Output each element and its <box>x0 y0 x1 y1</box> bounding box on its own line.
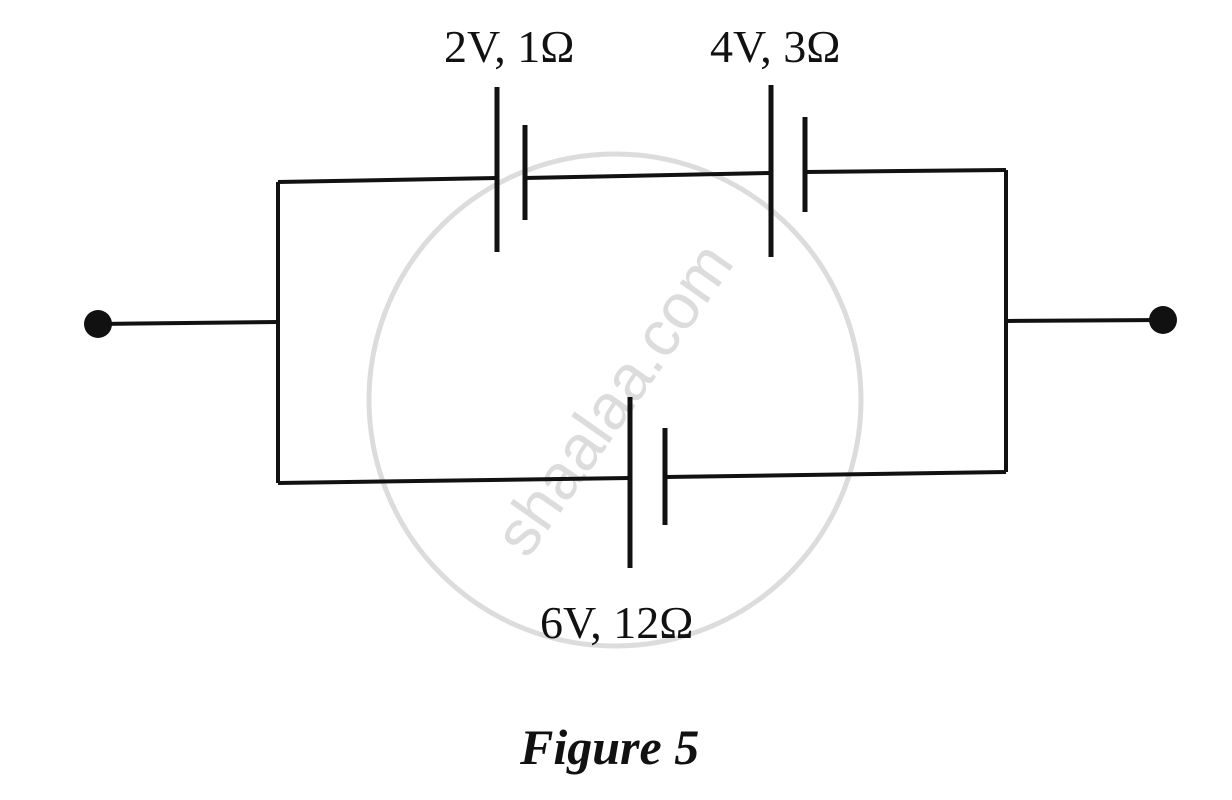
watermark: shaalaa.com <box>366 151 864 649</box>
wires <box>97 168 1164 485</box>
battery-3 <box>627 397 668 568</box>
battery-1 <box>494 87 528 252</box>
figure-caption: Figure 5 <box>520 719 700 775</box>
left-terminal <box>84 310 112 338</box>
right-terminal <box>1149 306 1177 334</box>
battery-1-label: 2V, 1Ω <box>444 21 575 72</box>
battery-3-label: 6V, 12Ω <box>540 597 694 648</box>
svg-text:shaalaa.com: shaalaa.com <box>480 230 747 569</box>
battery-2 <box>768 85 808 257</box>
battery-2-label: 4V, 3Ω <box>710 21 841 72</box>
